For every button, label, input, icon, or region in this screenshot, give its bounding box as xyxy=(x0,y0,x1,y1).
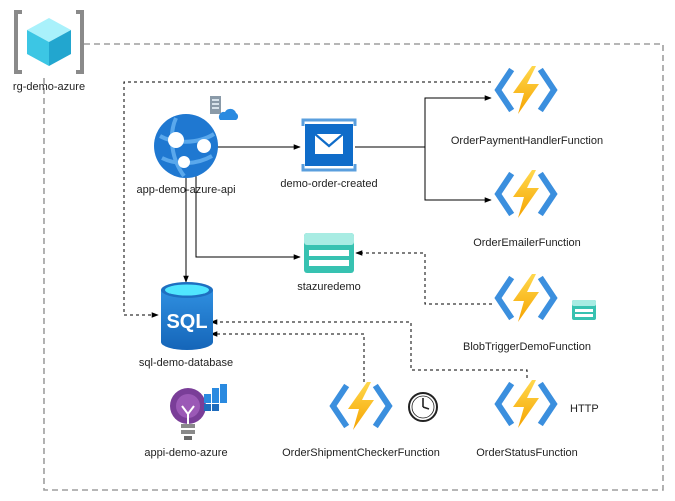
application-insights-icon[interactable] xyxy=(170,384,227,440)
payment-function-label: OrderPaymentHandlerFunction xyxy=(450,135,604,147)
resource-group-boundary xyxy=(43,43,664,491)
status-function-label: OrderStatusFunction xyxy=(476,447,578,459)
storage-account-icon[interactable] xyxy=(304,233,354,273)
timer-clock-icon xyxy=(408,392,438,422)
app-insights-label: appi-demo-azure xyxy=(144,447,228,459)
emailer-function-label: OrderEmailerFunction xyxy=(473,237,581,249)
storage-trigger-icon xyxy=(572,300,596,320)
app-service-globe-icon[interactable] xyxy=(154,114,218,178)
event-grid-topic-icon[interactable] xyxy=(301,118,357,172)
function-app-icon[interactable] xyxy=(498,170,554,218)
blob-function-label: BlobTriggerDemoFunction xyxy=(463,341,591,353)
resource-group-cube-icon[interactable] xyxy=(14,10,84,74)
edge-topic-to-emailer xyxy=(424,147,492,203)
function-app-icon[interactable] xyxy=(498,274,554,322)
http-trigger-label: HTTP xyxy=(570,403,599,415)
resource-group-label: rg-demo-azure xyxy=(12,81,86,93)
edge-app-to-storage xyxy=(195,172,301,260)
shipment-function-label: OrderShipmentCheckerFunction xyxy=(282,447,440,459)
sql-database-label: sql-demo-database xyxy=(138,357,234,369)
app-service-label: app-demo-azure-api xyxy=(136,184,236,196)
sql-database-icon[interactable]: SQL xyxy=(161,282,213,350)
function-app-icon[interactable] xyxy=(498,66,554,114)
edge-blob-to-storage xyxy=(355,250,492,305)
edge-topic-to-payment xyxy=(355,95,492,148)
storage-account-label: stazuredemo xyxy=(297,281,361,293)
event-topic-label: demo-order-created xyxy=(280,178,378,190)
function-app-icon[interactable] xyxy=(498,380,554,428)
sql-icon-text: SQL xyxy=(166,311,207,333)
edge-shipment-to-sql xyxy=(210,331,365,382)
app-service-plan-icon xyxy=(210,96,239,120)
function-app-icon[interactable] xyxy=(333,382,389,430)
